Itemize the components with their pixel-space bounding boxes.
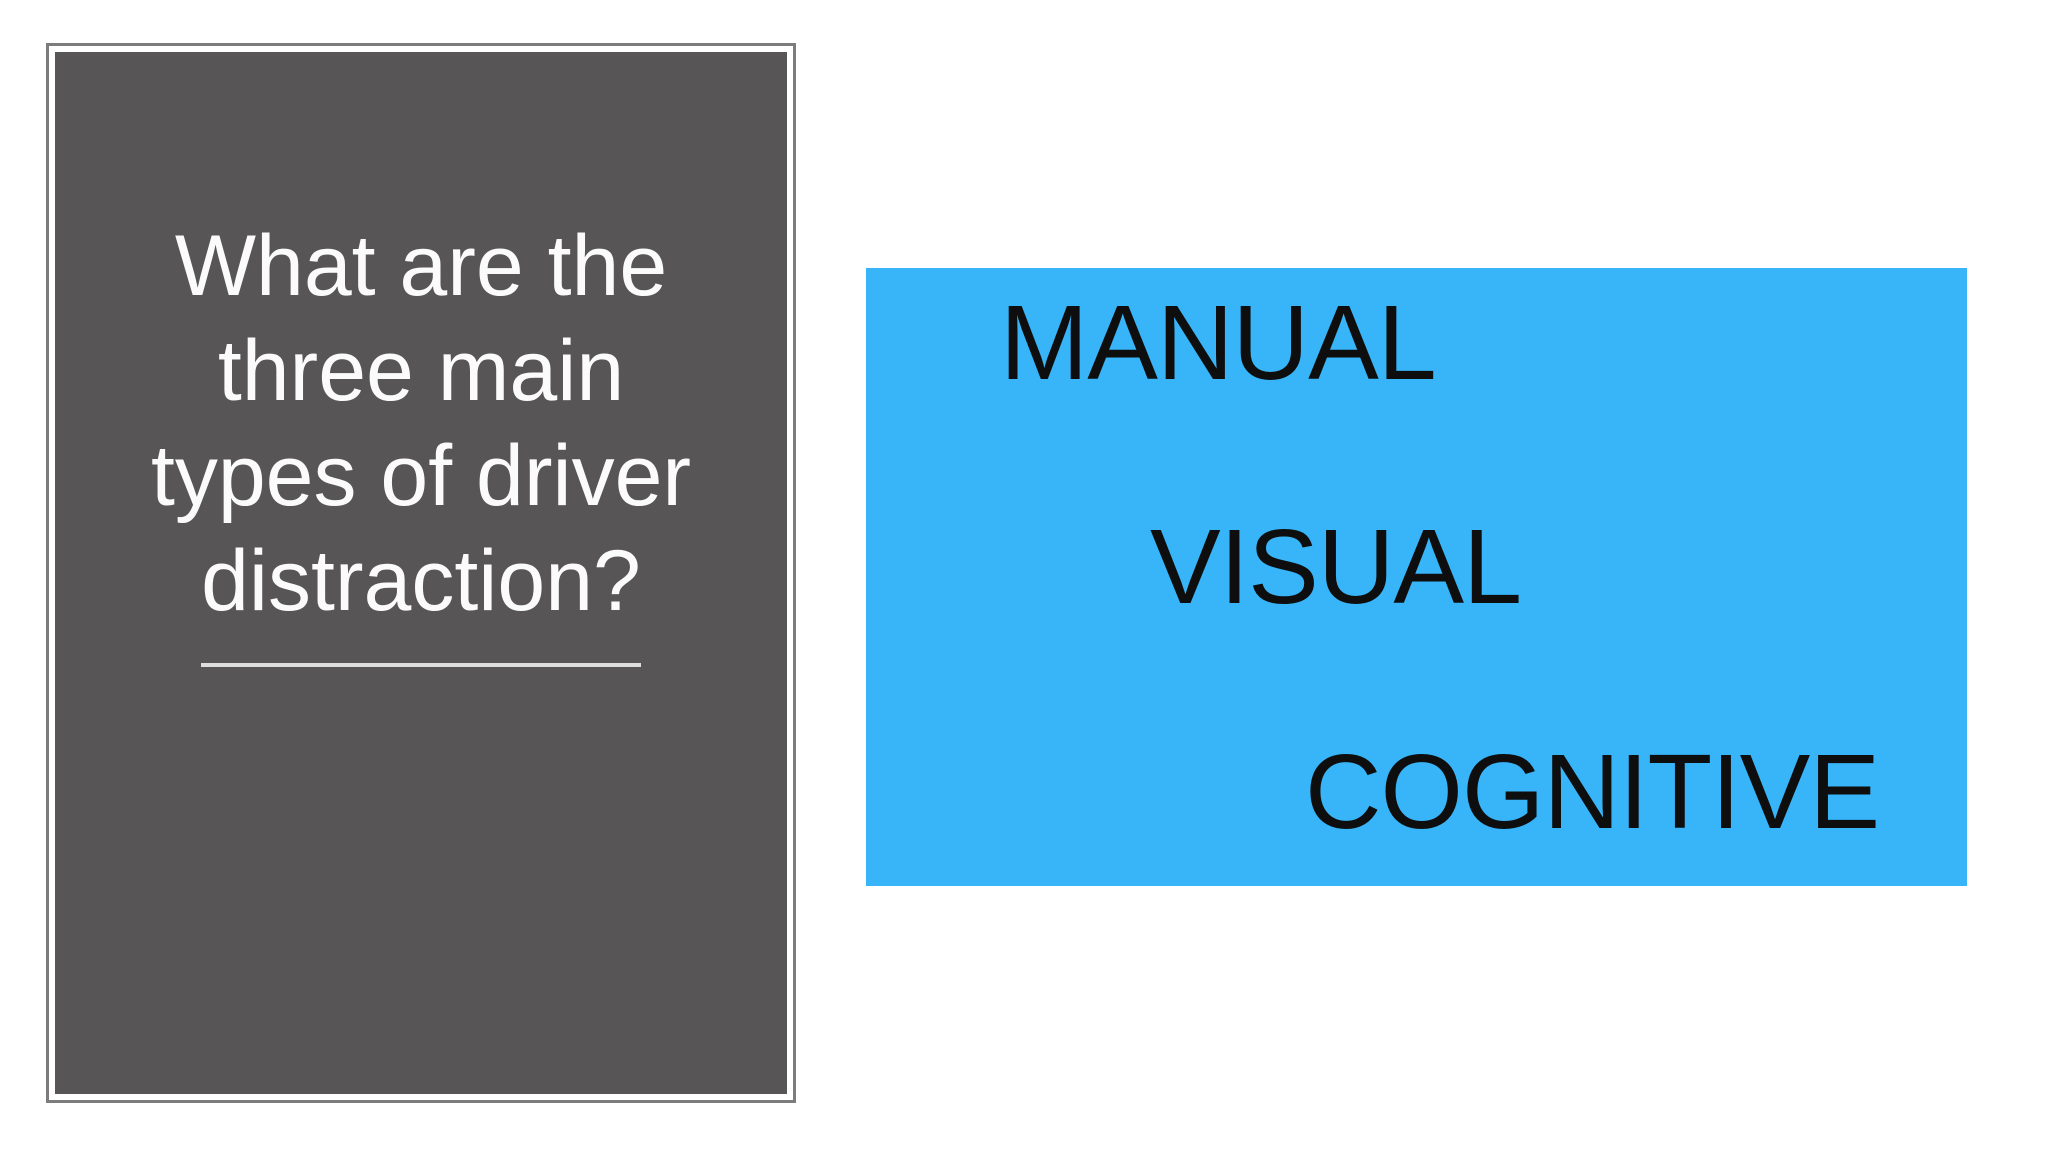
answer-visual: VISUAL — [1150, 508, 1522, 626]
question-text: What are the three main types of driver … — [150, 218, 692, 629]
question-underline — [201, 663, 641, 667]
answers-box: MANUAL VISUAL COGNITIVE — [866, 268, 1967, 886]
answer-cognitive: COGNITIVE — [1305, 733, 1880, 851]
answer-manual: MANUAL — [1000, 284, 1437, 402]
question-panel: What are the three main types of driver … — [55, 52, 787, 1094]
question-panel-frame: What are the three main types of driver … — [46, 43, 796, 1103]
